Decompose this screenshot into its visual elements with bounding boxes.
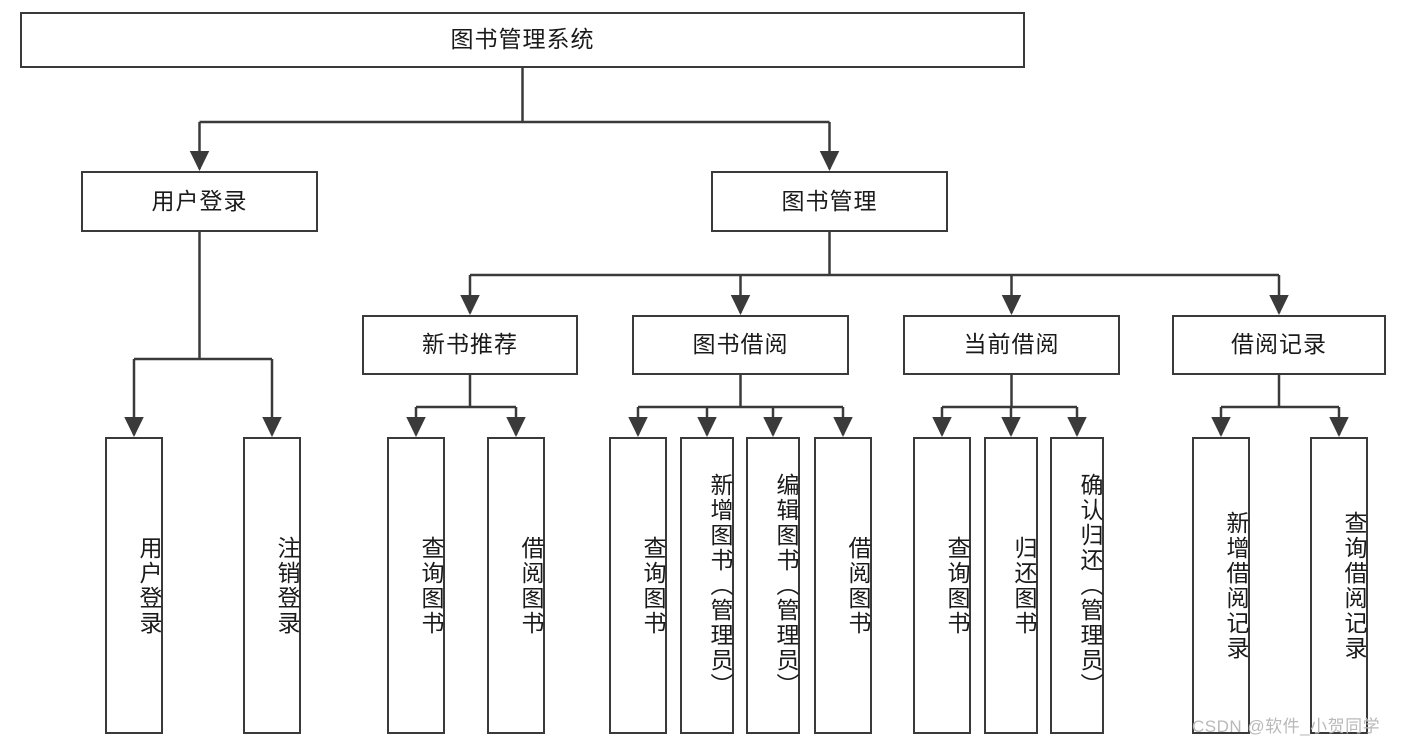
node-label: 借阅图书 <box>518 535 544 636</box>
node-label: 新书推荐 <box>422 331 518 358</box>
node-label: 用户登录 <box>151 187 248 214</box>
node-leaf-br-add[interactable]: 新增借阅记录 <box>1192 437 1250 734</box>
node-leaf-cb-return[interactable]: 归还图书 <box>984 437 1038 734</box>
node-leaf-rec-borrow[interactable]: 借阅图书 <box>487 437 545 734</box>
node-leaf-rec-query[interactable]: 查询图书 <box>387 437 445 734</box>
node-leaf-user-login[interactable]: 用户登录 <box>105 437 163 734</box>
node-leaf-bb-add[interactable]: 新增图书（管理员） <box>680 437 734 734</box>
node-root[interactable]: 图书管理系统 <box>20 12 1025 68</box>
node-leaf-bb-query[interactable]: 查询图书 <box>609 437 667 734</box>
node-leaf-cb-query[interactable]: 查询图书 <box>913 437 971 734</box>
node-leaf-bb-borrow[interactable]: 借阅图书 <box>814 437 872 734</box>
node-leaf-bb-edit[interactable]: 编辑图书（管理员） <box>746 437 800 734</box>
node-label: 图书借阅 <box>692 331 789 358</box>
node-book-borrow[interactable]: 图书借阅 <box>632 315 849 375</box>
csdn-watermark: CSDN @软件_小贺同学 <box>1192 717 1381 736</box>
node-label: 新增借阅记录 <box>1223 510 1249 661</box>
node-label: 借阅记录 <box>1231 331 1327 358</box>
node-label: 查询借阅记录 <box>1341 510 1367 661</box>
node-label: 查询图书 <box>944 535 970 636</box>
node-borrow-record[interactable]: 借阅记录 <box>1172 315 1386 375</box>
node-new-book-rec[interactable]: 新书推荐 <box>362 315 578 375</box>
node-label: 用户登录 <box>136 535 162 636</box>
node-current-borrow[interactable]: 当前借阅 <box>903 315 1120 375</box>
node-label: 查询图书 <box>640 535 666 636</box>
node-label: 图书管理系统 <box>450 26 595 53</box>
node-label: 图书管理 <box>781 187 878 214</box>
node-leaf-logout[interactable]: 注销登录 <box>243 437 301 734</box>
node-leaf-br-query[interactable]: 查询借阅记录 <box>1310 437 1368 734</box>
node-user-login[interactable]: 用户登录 <box>81 171 318 232</box>
node-label: 当前借阅 <box>963 331 1060 358</box>
node-label: 确认归还（管理员） <box>1077 473 1103 698</box>
node-label: 编辑图书（管理员） <box>773 473 799 698</box>
node-label: 归还图书 <box>1011 535 1037 636</box>
node-book-manage[interactable]: 图书管理 <box>711 171 948 232</box>
node-leaf-cb-confirm[interactable]: 确认归还（管理员） <box>1050 437 1104 734</box>
node-label: 查询图书 <box>418 535 444 636</box>
node-label: 借阅图书 <box>845 535 871 636</box>
node-label: 新增图书（管理员） <box>707 473 733 698</box>
node-label: 注销登录 <box>274 535 300 636</box>
